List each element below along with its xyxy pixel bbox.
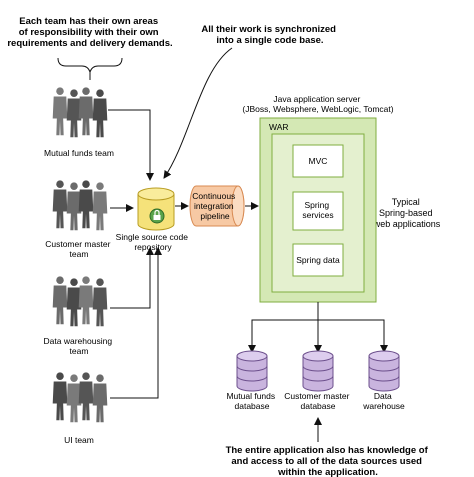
database-icon	[236, 350, 268, 392]
war-label: WAR	[269, 122, 289, 132]
annotation-datasources: The entire application also has knowledg…	[226, 445, 431, 477]
person-icon	[66, 89, 82, 138]
person-icon	[78, 87, 94, 136]
person-icon	[92, 89, 108, 138]
annotation-teams: Each team has their own areas of respons…	[7, 16, 172, 49]
db-label-customer-master: Customer master database	[284, 391, 352, 411]
module-spring-data-label: Spring data	[296, 255, 340, 265]
ci-pipeline	[189, 185, 245, 227]
person-icon	[92, 374, 108, 423]
person-icon	[78, 180, 94, 229]
module-spring-services-label: Spring services	[302, 200, 333, 220]
team-label-customer-master: Customer master team	[45, 239, 113, 259]
connector-ui	[110, 247, 162, 399]
annotation-typical-apps: Typical Spring-based web applications	[373, 197, 441, 229]
database-icon	[368, 350, 400, 392]
sync-arrow	[163, 47, 233, 179]
team-people-group	[52, 276, 108, 327]
source-repository	[137, 187, 175, 231]
person-icon	[66, 374, 82, 423]
db-label-data-warehouse: Data warehouse	[362, 391, 405, 411]
person-icon	[78, 372, 94, 421]
repository-label: Single source code repository	[116, 232, 191, 252]
team-people-group	[52, 372, 108, 423]
module-mvc	[292, 144, 344, 178]
person-icon	[78, 276, 94, 325]
annotation-sync: All their work is synchronized into a si…	[201, 24, 338, 46]
person-icon	[52, 276, 68, 325]
war-to-db3-arrow	[318, 319, 388, 353]
team-label-data-warehousing: Data warehousing team	[44, 336, 115, 356]
person-icon	[52, 180, 68, 229]
databases	[236, 350, 400, 392]
war-to-db1-arrow	[248, 302, 319, 353]
module-spring-data	[292, 243, 344, 277]
person-icon	[52, 87, 68, 136]
team-label-ui: UI team	[64, 435, 94, 445]
connector-data-warehousing	[110, 247, 154, 309]
team-people-group	[52, 87, 108, 138]
person-icon	[92, 182, 108, 231]
brace	[57, 57, 123, 74]
database-icon	[302, 350, 334, 392]
person-icon	[66, 278, 82, 327]
person-icon	[52, 372, 68, 421]
team-label-mutual-funds: Mutual funds team	[44, 148, 114, 158]
people-groups	[52, 87, 108, 423]
module-spring-services	[292, 191, 344, 231]
team-people-group	[52, 180, 108, 231]
app-server-title: Java application server (JBoss, Webspher…	[242, 94, 393, 114]
person-icon	[92, 278, 108, 327]
pipeline-label: Continuous integration pipeline	[192, 191, 237, 221]
person-icon	[66, 182, 82, 231]
module-mvc-label: MVC	[309, 156, 328, 166]
db-label-mutual-funds: Mutual funds database	[226, 391, 277, 411]
connector-mutual-funds	[108, 109, 154, 181]
